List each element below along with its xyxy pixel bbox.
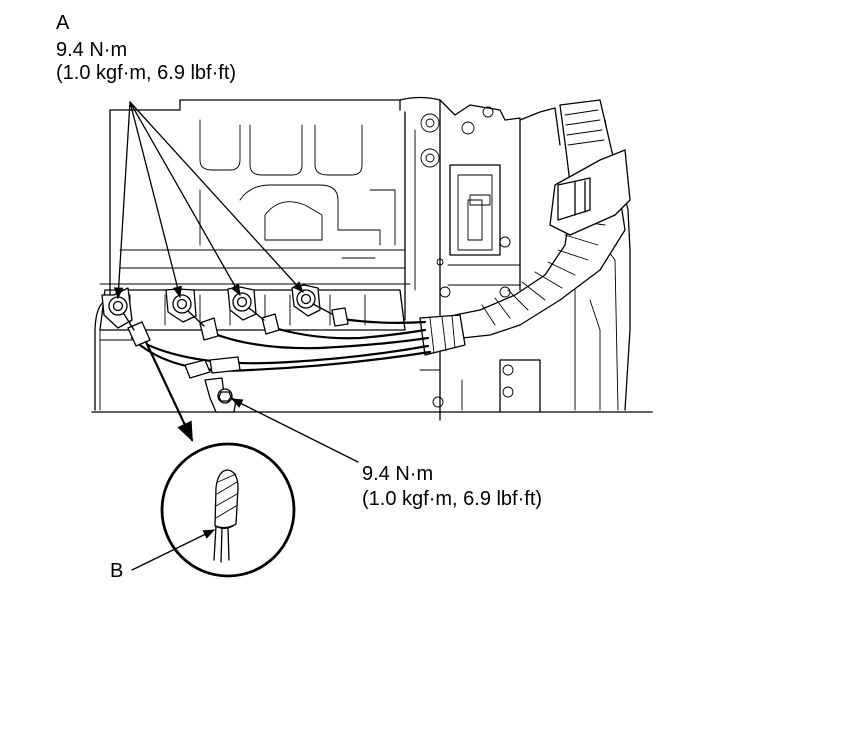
bracket-bolt (204, 377, 237, 413)
wire-leads (127, 307, 432, 379)
wire-harness-conduit (419, 99, 631, 356)
callout-b-letter: B (110, 560, 124, 582)
terminal-bolt-1 (101, 287, 135, 331)
detail-view-circle (160, 442, 296, 578)
bracket-bolt-leader (230, 398, 359, 463)
terminal-bolts-a (101, 284, 333, 331)
callout-a-leaders (113, 101, 304, 300)
detail-view-arrow (144, 340, 194, 442)
terminal-bolt-3 (227, 286, 265, 321)
bolt-torque-alt: (1.0 kgf·m, 6.9 lbf·ft) (362, 488, 543, 510)
callout-b-leader (131, 529, 216, 571)
callout-a-torque-nm: 9.4 N·m (56, 39, 128, 61)
bolt-torque-nm: 9.4 N·m (362, 463, 434, 485)
callout-a-torque-alt: (1.0 kgf·m, 6.9 lbf·ft) (56, 62, 237, 84)
callout-a-letter: A (56, 12, 70, 34)
terminal-bolt-2 (165, 288, 205, 327)
